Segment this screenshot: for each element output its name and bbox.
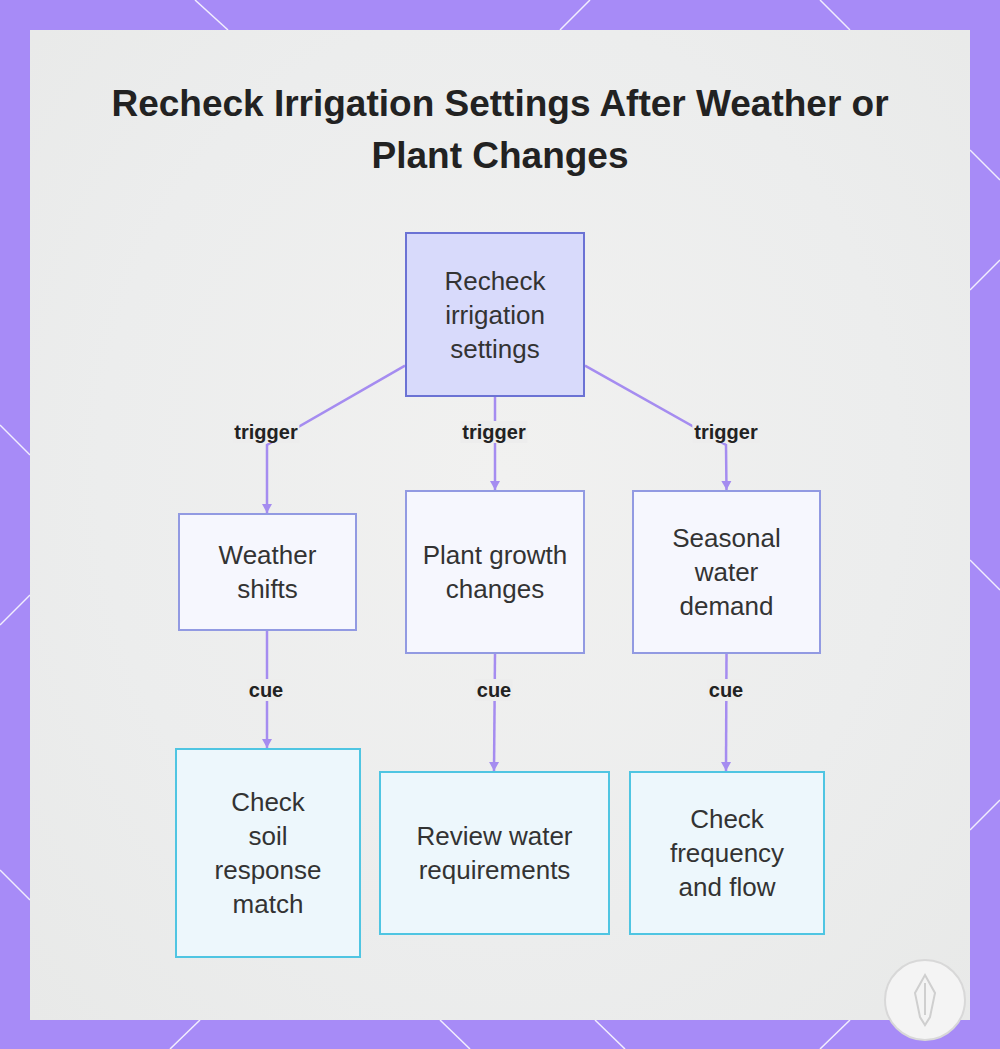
text-group: Recheck irrigation settings	[420, 264, 570, 366]
connector-line	[494, 397, 497, 490]
edge-label: cue	[247, 679, 285, 701]
text-group: Check frequency and flow	[647, 802, 807, 904]
trigger-box: Plant growth changes	[405, 490, 585, 654]
trigger-box: Seasonal water demand	[632, 490, 821, 654]
trigger-box: Weather shifts	[178, 513, 357, 631]
text-group: Plant growth changes	[420, 538, 570, 606]
text-group: Review water requirements	[410, 819, 580, 887]
edge-label: cue	[475, 679, 513, 701]
connector-line	[494, 654, 495, 771]
edge-label: trigger	[692, 421, 759, 443]
arrow-head	[721, 762, 731, 771]
watermark-logo	[880, 955, 970, 1045]
arrow-head	[490, 481, 500, 490]
diagram-title: Recheck Irrigation Settings After Weathe…	[100, 78, 900, 182]
box-text: Plant growth changes	[420, 538, 570, 606]
connector	[490, 397, 500, 490]
action-box: Check frequency and flow	[629, 771, 825, 935]
box-text: Check frequency and flow	[647, 802, 807, 904]
action-box: Review water requirements	[379, 771, 610, 935]
edge-label: trigger	[460, 421, 527, 443]
text-group: Seasonal water demand	[647, 521, 807, 623]
edge-label: trigger	[232, 421, 299, 443]
box-text: Recheck irrigation settings	[420, 264, 570, 366]
box-text: Review water requirements	[410, 819, 580, 887]
action-box: Check soil response match	[175, 748, 361, 958]
text-group: Check soil response match	[210, 785, 326, 921]
edge-label: cue	[707, 679, 745, 701]
arrow-head	[262, 504, 272, 513]
box-text: Check soil response match	[210, 785, 326, 921]
box-text: Seasonal water demand	[647, 521, 807, 623]
text-group: Weather shifts	[193, 538, 343, 606]
connector	[721, 654, 731, 771]
connector-line	[725, 654, 728, 771]
arrow-head	[489, 762, 499, 771]
box-text: Weather shifts	[193, 538, 343, 606]
arrow-head	[721, 481, 731, 490]
root-box: Recheck irrigation settings	[405, 232, 585, 397]
connector	[489, 654, 499, 771]
arrow-head	[262, 739, 272, 748]
